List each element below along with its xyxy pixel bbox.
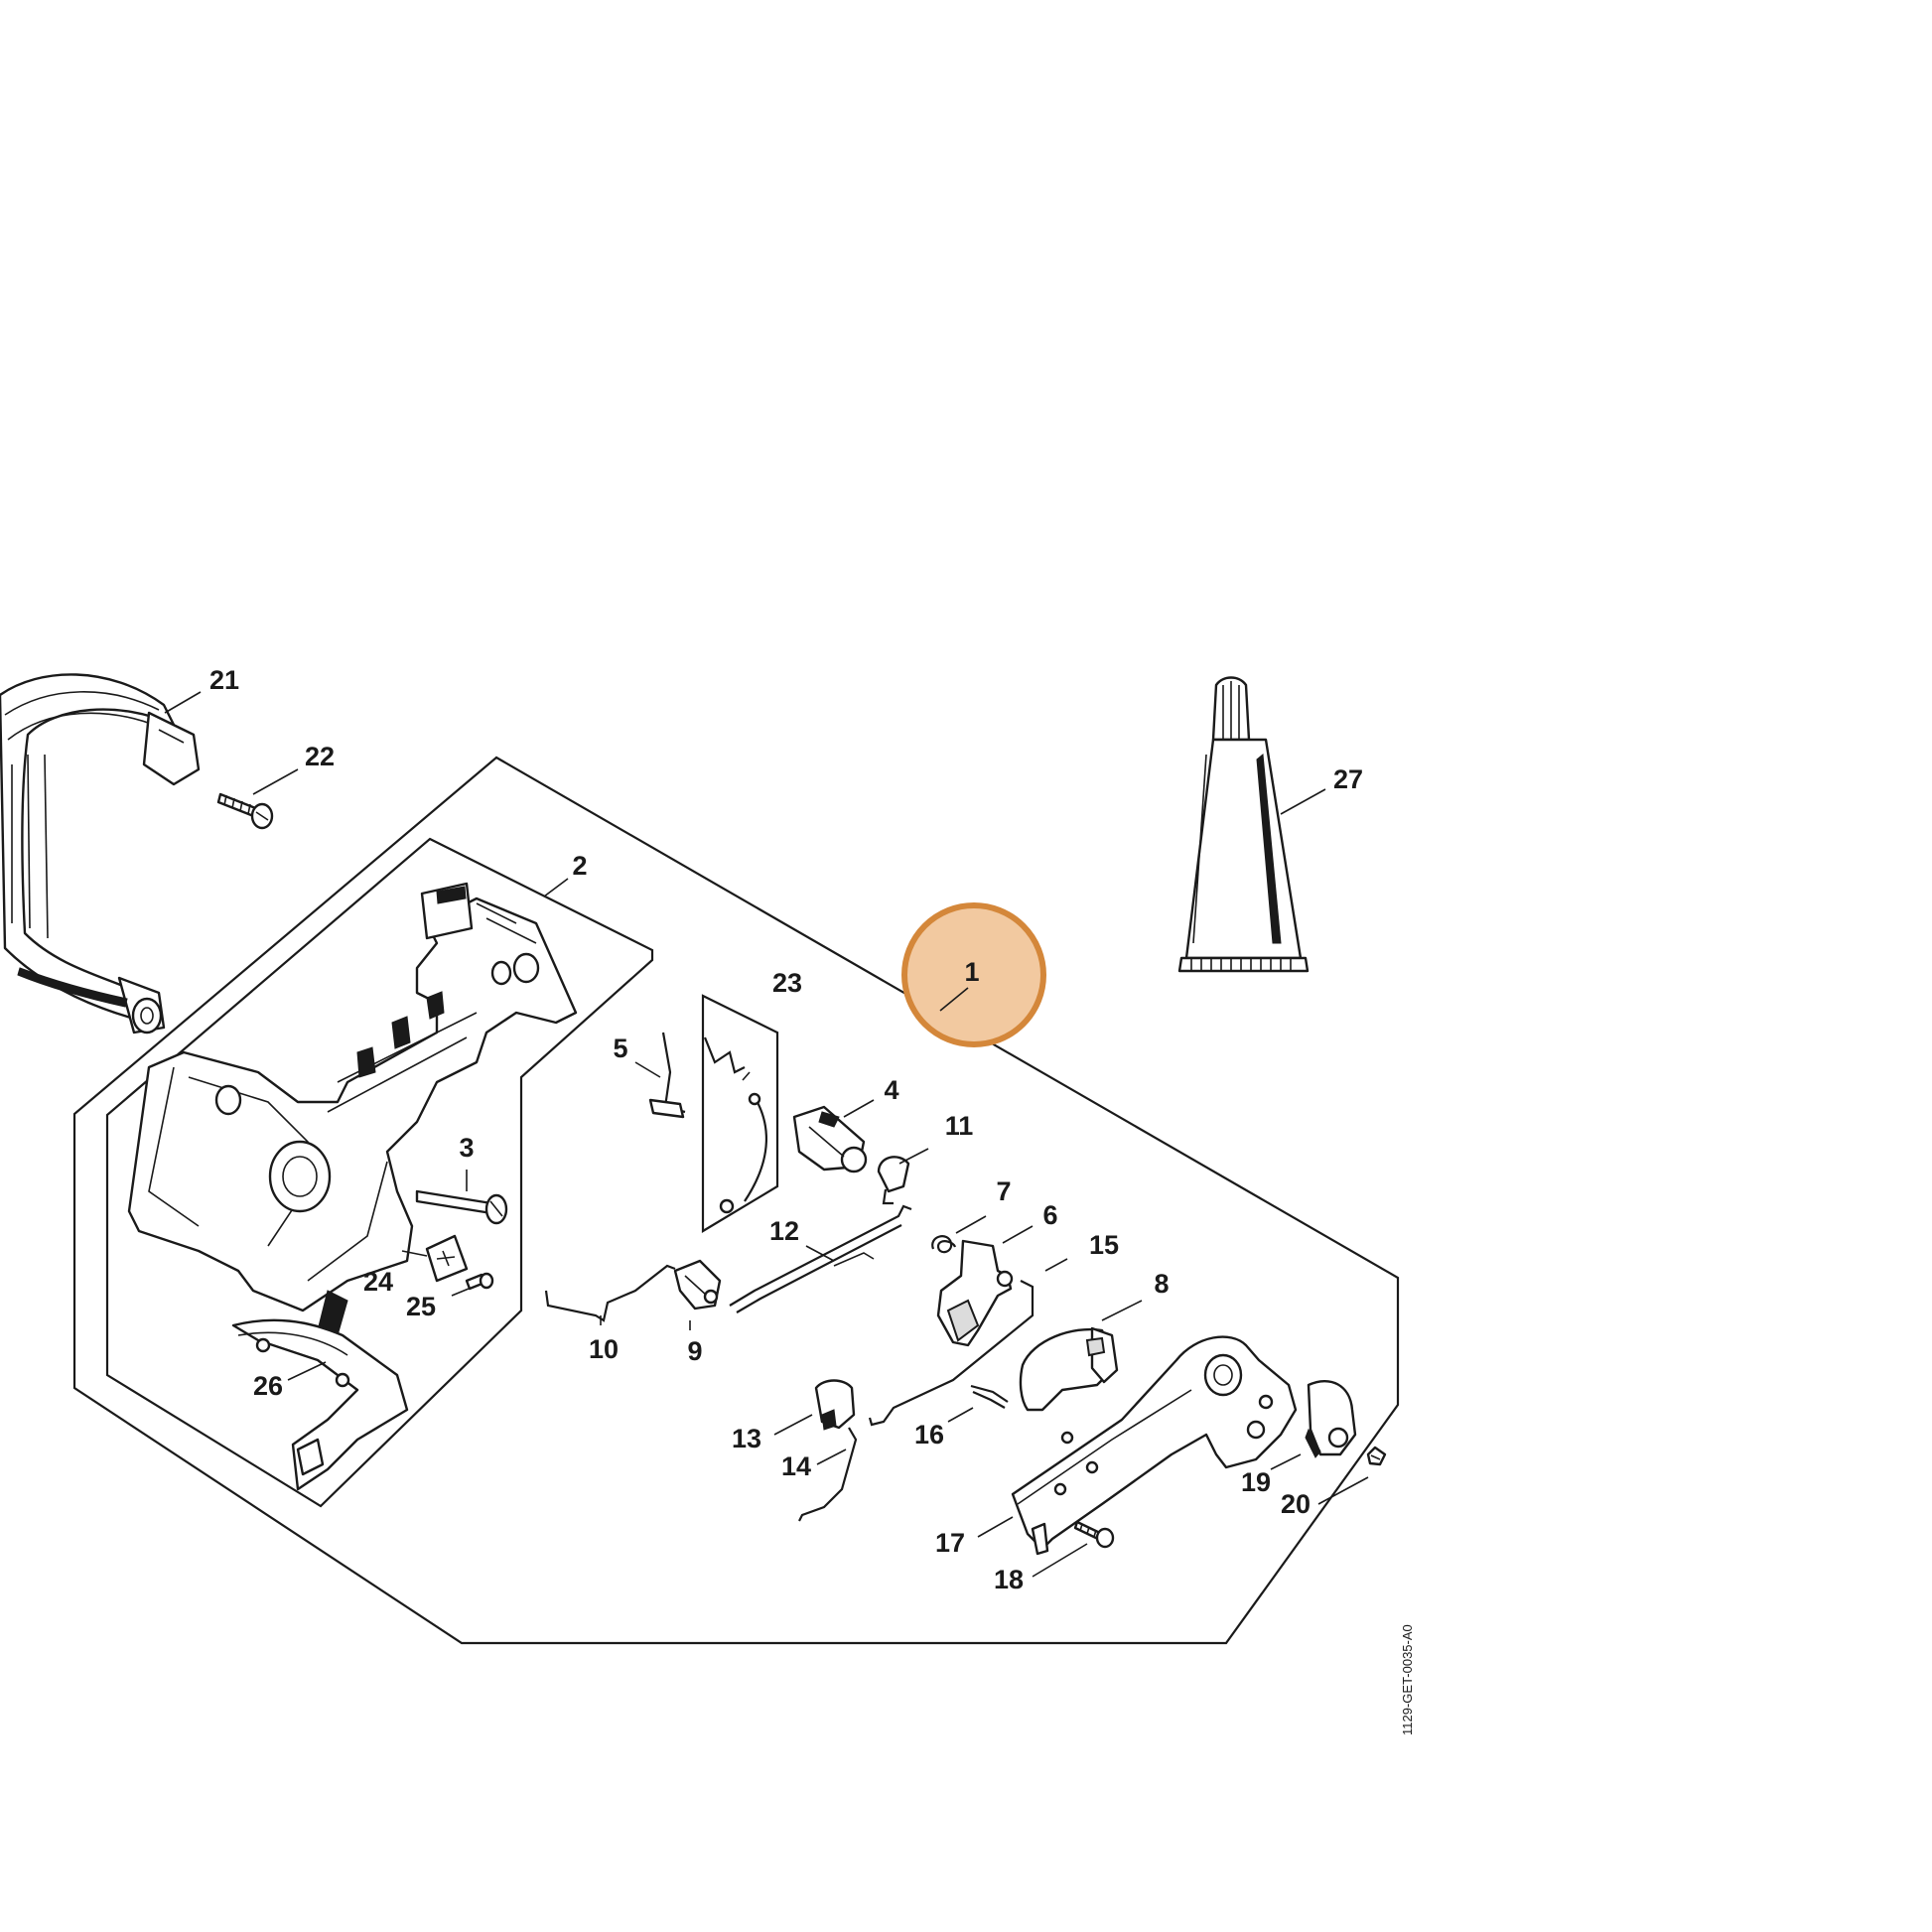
rod-14 <box>798 1427 858 1522</box>
callout-4: 4 <box>884 1075 898 1105</box>
leader-lines <box>164 691 1369 1578</box>
callout-14: 14 <box>781 1451 811 1481</box>
callout-27: 27 <box>1333 764 1363 794</box>
callout-19: 19 <box>1241 1467 1271 1497</box>
callout-11: 11 <box>945 1111 974 1141</box>
callout-26: 26 <box>253 1371 283 1401</box>
screw-25 <box>465 1272 494 1291</box>
screw-22 <box>216 792 274 830</box>
cam-19 <box>1305 1380 1357 1458</box>
cover-26 <box>231 1318 409 1491</box>
grease-tube-27 <box>1177 676 1310 973</box>
assembly-1-outline <box>72 756 1400 1645</box>
callout-6: 6 <box>1042 1200 1057 1230</box>
switch-4 <box>792 1105 868 1173</box>
handlebar-21 <box>0 673 201 1035</box>
callout-9: 9 <box>687 1336 702 1366</box>
callout-1: 1 <box>964 957 979 987</box>
callout-25: 25 <box>406 1292 436 1321</box>
clip-11 <box>877 1156 910 1205</box>
rod-12 <box>729 1204 912 1313</box>
bolt-3 <box>415 1189 508 1225</box>
callout-10: 10 <box>589 1334 619 1364</box>
lever-6 <box>833 1239 1014 1347</box>
decal-23-parts <box>703 1036 768 1214</box>
highlight-circle <box>901 902 1046 1047</box>
trigger-8 <box>1019 1326 1119 1412</box>
callout-12: 12 <box>769 1216 799 1246</box>
callout-16: 16 <box>914 1420 944 1449</box>
callout-8: 8 <box>1154 1269 1169 1299</box>
callout-2: 2 <box>572 851 587 881</box>
callout-24: 24 <box>363 1267 393 1297</box>
housing-2 <box>127 882 578 1336</box>
callout-15: 15 <box>1089 1230 1119 1260</box>
screw-18 <box>1073 1520 1115 1549</box>
lever-13 <box>814 1379 856 1431</box>
screw-20 <box>1366 1446 1387 1466</box>
callout-13: 13 <box>732 1424 761 1453</box>
spring-7 <box>931 1235 957 1254</box>
plate-24 <box>425 1234 469 1283</box>
callout-21: 21 <box>209 665 239 695</box>
rear-handle-17 <box>1011 1335 1298 1556</box>
decal-23-outline <box>701 994 779 1233</box>
assembly-2-outline <box>105 837 654 1508</box>
rod-15 <box>868 1280 1035 1427</box>
callout-20: 20 <box>1281 1489 1311 1519</box>
callout-18: 18 <box>994 1565 1024 1594</box>
callout-5: 5 <box>613 1034 627 1063</box>
callout-labels: 1 2 3 4 5 6 7 8 9 10 11 12 13 14 15 16 1… <box>209 665 1363 1594</box>
bracket-5 <box>648 1032 686 1119</box>
callout-22: 22 <box>305 742 335 771</box>
wire-16 <box>970 1384 1009 1409</box>
callout-23: 23 <box>772 968 802 998</box>
diagram-reference-code: 1129-GET-0035-A0 <box>1400 1624 1415 1735</box>
callout-7: 7 <box>996 1176 1011 1206</box>
callout-3: 3 <box>459 1133 474 1163</box>
lever-9 <box>673 1259 722 1311</box>
callout-17: 17 <box>935 1528 965 1558</box>
rod-10 <box>544 1264 676 1322</box>
